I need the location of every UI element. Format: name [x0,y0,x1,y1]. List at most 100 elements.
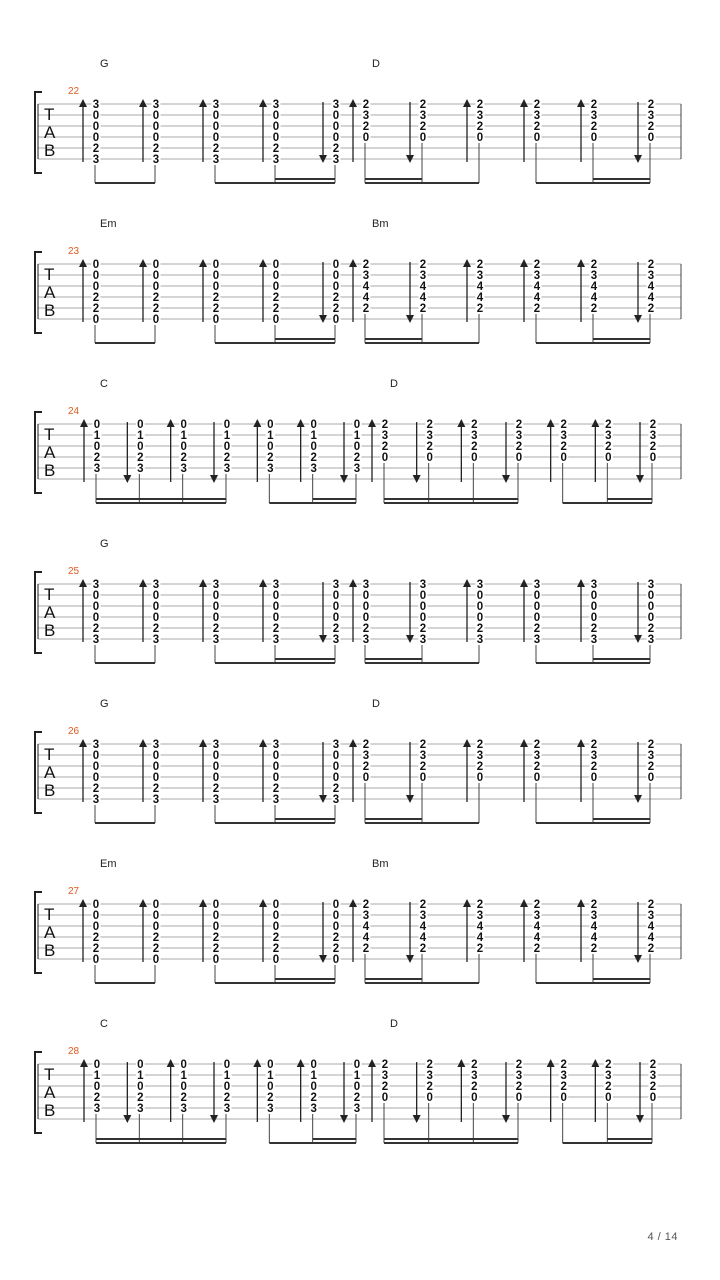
fret-backdrop [211,749,221,760]
tab-clef-letter: T [44,905,54,924]
fret-backdrop [222,1069,232,1080]
fret-backdrop [646,771,656,782]
fret-number: 2 [477,259,483,271]
upstroke-arrow [520,899,528,907]
fret-backdrop [361,578,371,589]
fret-number: 4 [648,921,655,933]
upstroke-arrow [546,419,555,427]
upstroke-arrow [520,579,528,587]
fret-number: 0 [471,452,477,464]
fret-backdrop [559,418,569,429]
fret-number: 0 [333,772,339,784]
fret-backdrop [532,109,542,120]
fret-number: 3 [605,430,611,442]
fret-backdrop [532,258,542,269]
fret-backdrop [603,1069,613,1080]
fret-backdrop [648,1058,658,1069]
fret-backdrop [91,98,101,109]
fret-number: 2 [382,419,388,431]
fret-backdrop [475,578,485,589]
fret-number: 2 [363,943,369,955]
fret-number: 3 [273,739,279,751]
tab-clef-letter: B [44,781,55,800]
upstroke-arrow [463,99,471,107]
fret-number: 0 [333,601,339,613]
fret-backdrop [265,451,275,462]
fret-number: 2 [420,303,426,315]
fret-number: 0 [273,132,279,144]
upstroke-arrow [368,419,376,427]
fret-backdrop [331,931,341,942]
fret-number: 0 [153,910,159,922]
fret-number: 0 [648,772,654,784]
fret-number: 0 [516,452,522,464]
upstroke-arrow [546,1059,555,1067]
fret-backdrop [91,578,101,589]
fret-number: 0 [310,419,316,431]
fret-number: 1 [224,430,231,442]
fret-number: 2 [426,441,432,453]
fret-backdrop [91,920,101,931]
fret-number: 4 [363,921,370,933]
fret-backdrop [92,1091,102,1102]
fret-number: 4 [477,292,484,304]
fret-number: 0 [534,772,540,784]
fret-number: 2 [650,1081,656,1093]
fret-number: 0 [382,1092,388,1104]
fret-backdrop [475,920,485,931]
fret-backdrop [331,98,341,109]
downstroke-arrow [123,475,132,483]
fret-number: 0 [591,612,597,624]
fret-number: 1 [224,1070,231,1082]
fret-number: 4 [648,932,655,944]
upstroke-arrow [349,579,357,587]
fret-backdrop [211,909,221,920]
fret-backdrop [352,451,362,462]
fret-number: 2 [471,1059,477,1071]
fret-number: 0 [648,132,654,144]
measure-number: 24 [68,406,80,417]
fret-number: 3 [534,579,540,591]
fret-number: 2 [516,1081,522,1093]
fret-number: 3 [516,430,522,442]
fret-backdrop [179,1080,189,1091]
fret-backdrop [559,1080,569,1091]
fret-backdrop [532,280,542,291]
fret-backdrop [532,302,542,313]
chord-name: G [100,538,109,550]
upstroke-arrow [253,1059,262,1067]
fret-number: 2 [591,943,597,955]
upstroke-arrow [139,99,147,107]
fret-backdrop [603,440,613,451]
fret-number: 3 [605,1070,611,1082]
fret-number: 2 [591,121,597,133]
fret-backdrop [514,418,524,429]
fret-number: 2 [213,623,219,635]
fret-backdrop [646,749,656,760]
fret-backdrop [222,429,232,440]
fret-backdrop [271,749,281,760]
fret-backdrop [361,909,371,920]
fret-number: 3 [333,634,339,646]
fret-backdrop [309,451,319,462]
fret-number: 2 [516,1059,522,1071]
fret-backdrop [352,462,362,473]
downstroke-arrow [210,1115,218,1123]
fret-number: 3 [534,110,540,122]
fret-number: 3 [153,739,159,751]
fret-number: 0 [153,314,159,326]
fret-number: 2 [213,143,219,155]
fret-number: 3 [93,154,99,166]
fret-number: 2 [420,943,426,955]
downstroke-arrow [502,475,510,483]
fret-number: 0 [93,921,99,933]
fret-number: 2 [153,143,159,155]
fret-backdrop [648,1091,658,1102]
fret-number: 4 [648,281,655,293]
fret-number: 2 [273,292,279,304]
fret-backdrop [648,451,658,462]
fret-number: 2 [382,1081,388,1093]
fret-backdrop [211,258,221,269]
fret-backdrop [559,1091,569,1102]
upstroke-arrow [166,1059,175,1067]
